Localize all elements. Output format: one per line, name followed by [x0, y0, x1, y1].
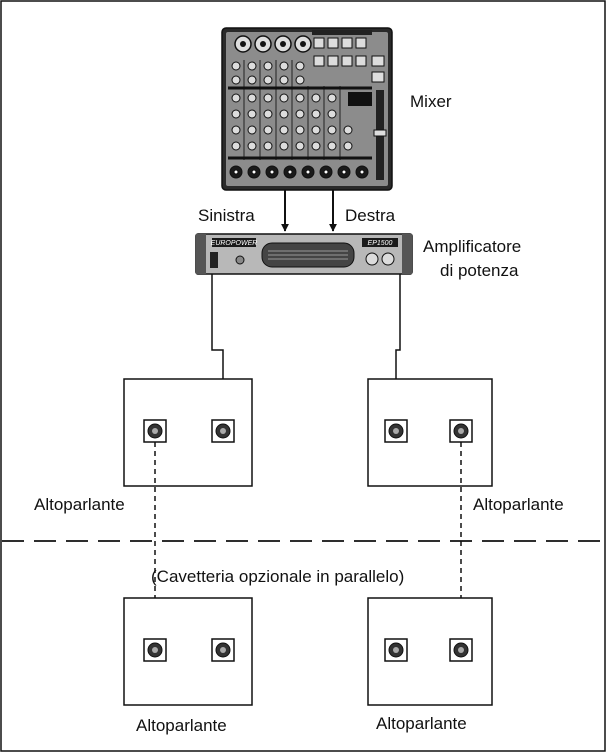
- speaker-bottom-right: [367, 597, 493, 706]
- speaker-jack-icon: [449, 419, 473, 443]
- amplifier-brand: EUROPOWER: [211, 240, 258, 247]
- speaker-jack-icon: [211, 638, 235, 662]
- speaker-jack-icon: [384, 419, 408, 443]
- speaker-jack-icon: [211, 419, 235, 443]
- mixer-jack-inputs: [313, 37, 385, 83]
- right-channel-label: Destra: [345, 206, 396, 225]
- speaker-bottom-right-label: Altoparlante: [376, 714, 467, 733]
- amplifier-model: EP1500: [368, 240, 393, 247]
- speaker-jack-icon: [384, 638, 408, 662]
- optional-wiring-label: (Cavetteria opzionale in parallelo): [151, 567, 404, 586]
- speaker-jack-icon: [143, 419, 167, 443]
- speaker-jack-icon: [449, 638, 473, 662]
- left-channel-label: Sinistra: [198, 206, 255, 225]
- mixer-device: [221, 27, 393, 191]
- speaker-bottom-left-label: Altoparlante: [136, 716, 227, 735]
- speaker-top-left-label: Altoparlante: [34, 495, 125, 514]
- amplifier-device: [195, 233, 413, 275]
- speaker-jack-icon: [143, 638, 167, 662]
- mixer-xlr-inputs: [234, 35, 312, 53]
- mixer-label: Mixer: [410, 92, 452, 111]
- speaker-top-left: [123, 378, 253, 487]
- mixer-knobs: [229, 61, 369, 179]
- speaker-top-right-label: Altoparlante: [473, 495, 564, 514]
- speaker-top-right: [367, 378, 493, 487]
- amplifier-label-line2: di potenza: [440, 261, 519, 280]
- amplifier-label-line1: Amplificatore: [423, 237, 521, 256]
- speaker-bottom-left: [123, 597, 253, 706]
